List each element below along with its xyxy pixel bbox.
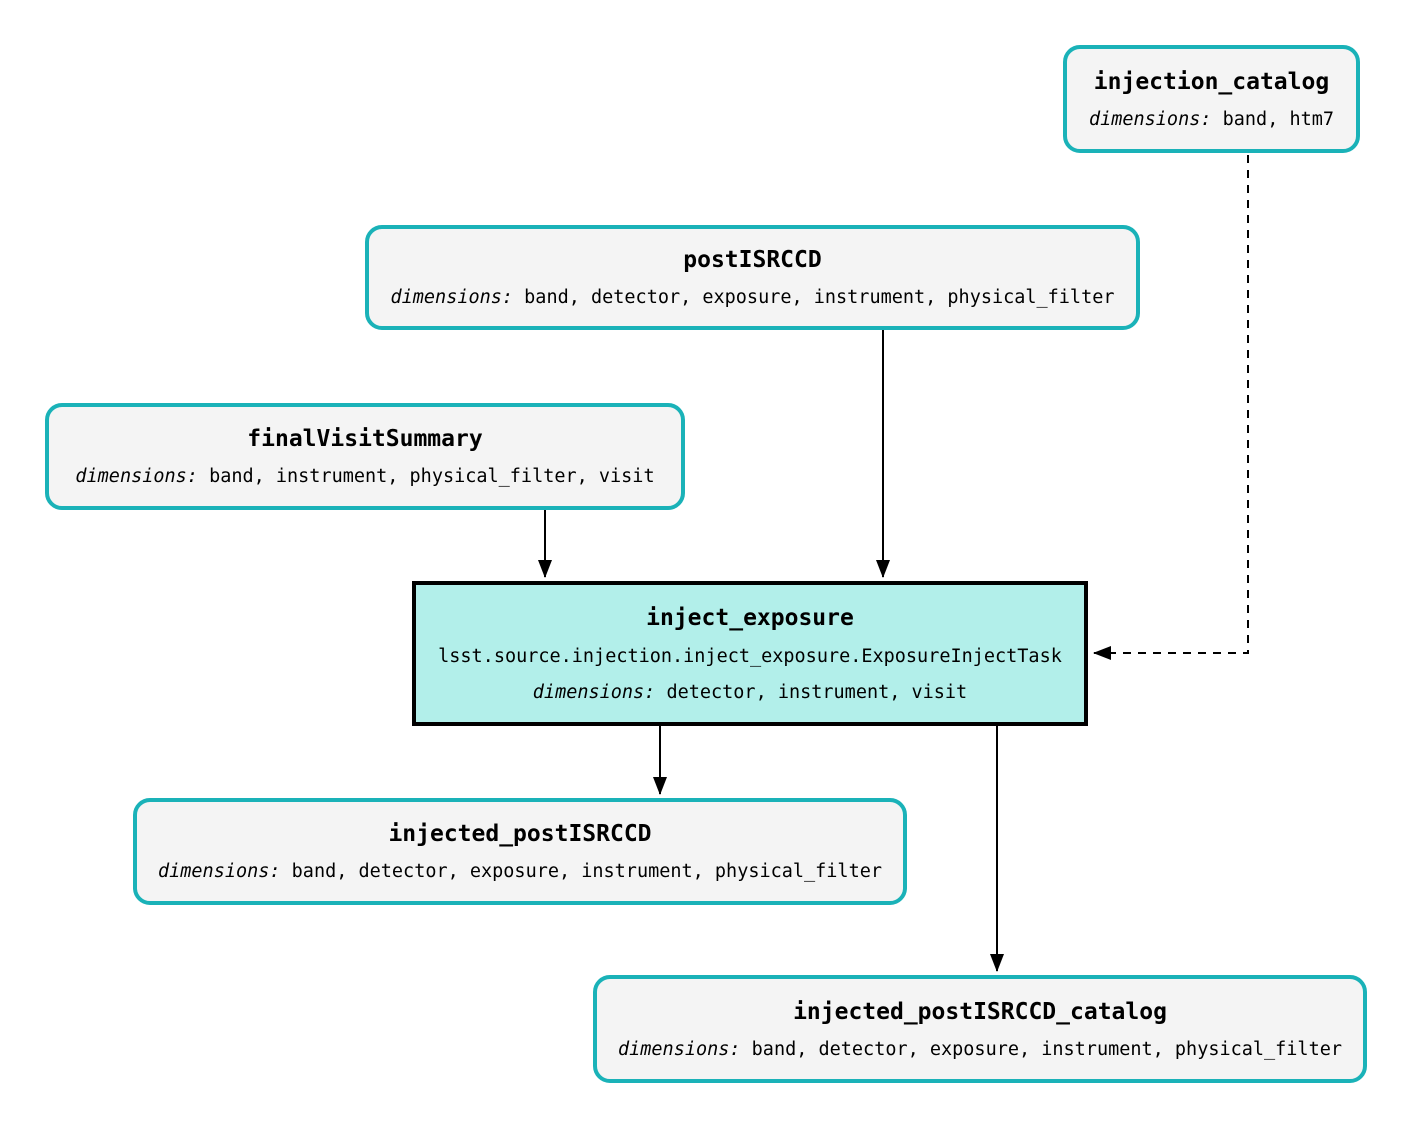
dimensions-label: dimensions: — [75, 466, 198, 487]
dimensions-value: band, detector, exposure, instrument, ph… — [751, 1038, 1342, 1060]
dimensions-label: dimensions: — [618, 1038, 741, 1060]
node-dimensions: dimensions: band, htm7 — [1089, 109, 1334, 130]
dimensions-value: band, instrument, physical_filter, visit — [209, 466, 655, 487]
node-postisrccd: postISRCCD dimensions: band, detector, e… — [365, 225, 1140, 330]
node-dimensions: dimensions: band, detector, exposure, in… — [391, 287, 1115, 308]
node-title: finalVisitSummary — [247, 426, 483, 452]
node-title: injection_catalog — [1093, 68, 1330, 95]
node-title: injected_postISRCCD_catalog — [793, 998, 1167, 1025]
dimensions-label: dimensions: — [532, 681, 656, 703]
node-dimensions: dimensions: band, instrument, physical_f… — [75, 466, 654, 487]
dimensions-label: dimensions: — [390, 287, 514, 308]
dimensions-value: band, htm7 — [1222, 108, 1335, 130]
node-injection-catalog: injection_catalog dimensions: band, htm7 — [1063, 45, 1360, 153]
node-injected-postisrccd-catalog: injected_postISRCCD_catalog dimensions: … — [593, 975, 1367, 1083]
node-dimensions: dimensions: detector, instrument, visit — [533, 682, 967, 703]
node-injected-postisrccd: injected_postISRCCD dimensions: band, de… — [133, 798, 907, 905]
node-title: injected_postISRCCD — [388, 821, 652, 847]
dimensions-value: detector, instrument, visit — [666, 681, 968, 703]
task-class: lsst.source.injection.inject_exposure.Ex… — [438, 645, 1062, 667]
dimensions-label: dimensions: — [1088, 108, 1212, 130]
node-dimensions: dimensions: band, detector, exposure, in… — [618, 1039, 1342, 1060]
edge-injection-catalog-to-inject-exposure — [1093, 155, 1249, 660]
dimensions-value: band, detector, exposure, instrument, ph… — [291, 861, 882, 882]
node-title: postISRCCD — [683, 247, 822, 273]
dimensions-label: dimensions: — [158, 861, 281, 882]
dimensions-value: band, detector, exposure, instrument, ph… — [524, 287, 1115, 308]
node-title: inject_exposure — [646, 604, 854, 631]
node-inject-exposure: inject_exposure lsst.source.injection.in… — [412, 581, 1088, 726]
node-finalvisitsummary: finalVisitSummary dimensions: band, inst… — [45, 403, 685, 510]
node-dimensions: dimensions: band, detector, exposure, in… — [158, 861, 882, 882]
